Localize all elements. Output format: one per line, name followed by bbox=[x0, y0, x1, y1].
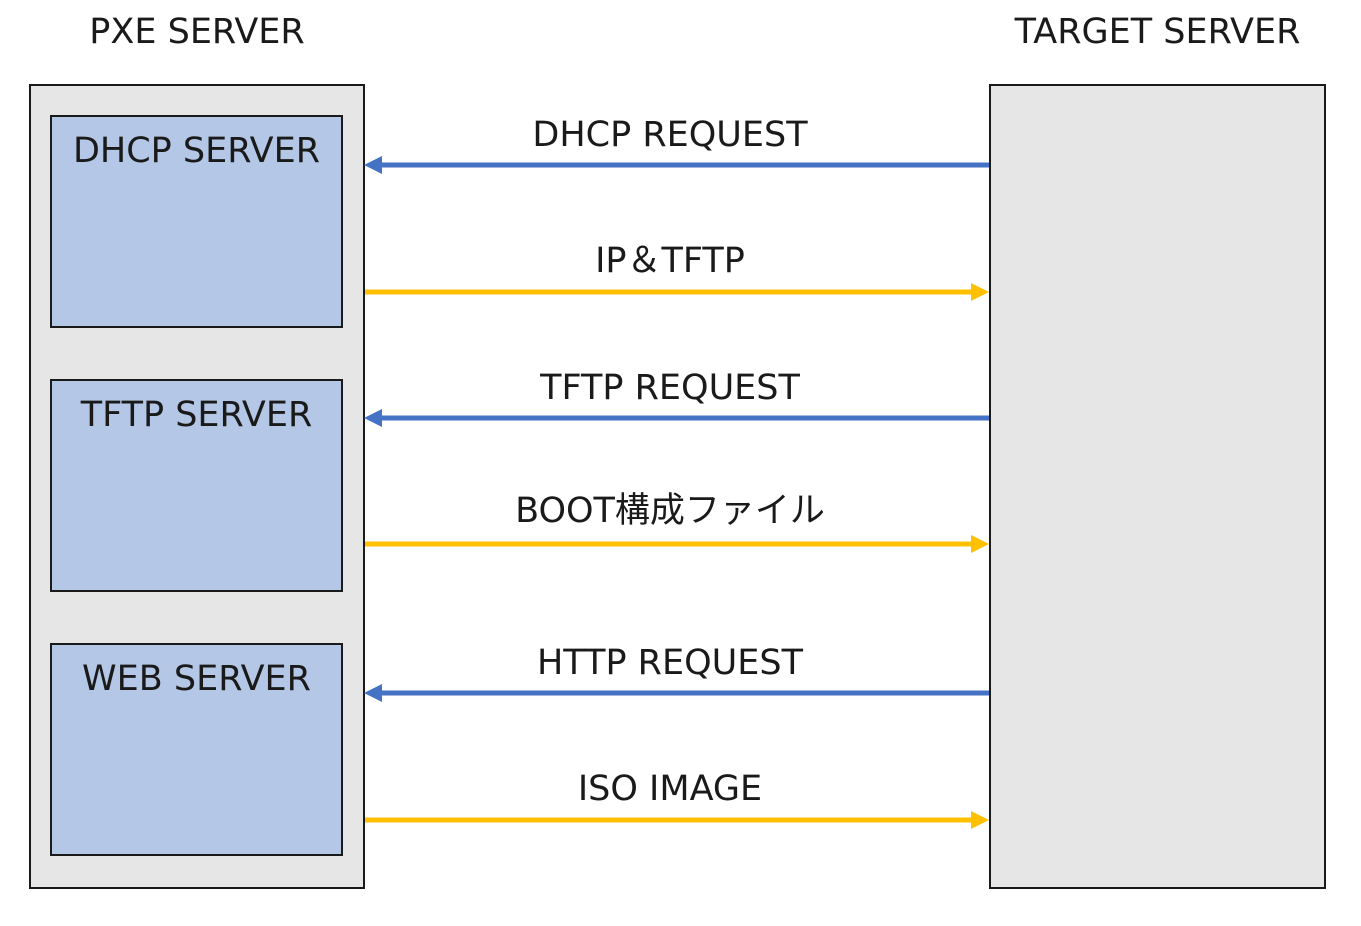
tftp-server-label: TFTP SERVER bbox=[80, 395, 313, 435]
arrow-http-request bbox=[364, 684, 989, 702]
target-server-box bbox=[989, 84, 1326, 889]
arrow-dhcp-request bbox=[364, 156, 989, 174]
flow-label-ip-tftp: IP＆TFTP bbox=[595, 241, 745, 281]
web-server-box: WEB SERVER bbox=[50, 643, 343, 856]
flow-label-boot-config: BOOT構成ファイル bbox=[515, 491, 825, 531]
flow-label-tftp-request: TFTP REQUEST bbox=[540, 368, 800, 408]
arrow-ip-tftp bbox=[365, 283, 989, 301]
dhcp-server-label: DHCP SERVER bbox=[72, 131, 321, 171]
arrowhead-right bbox=[971, 535, 989, 553]
arrow-tftp-request bbox=[364, 409, 989, 427]
pxe-server-title: PXE SERVER bbox=[89, 12, 305, 52]
flow-label-dhcp-request: DHCP REQUEST bbox=[532, 115, 808, 155]
web-server-label: WEB SERVER bbox=[82, 659, 311, 699]
arrowhead-left bbox=[364, 684, 382, 702]
dhcp-server-box: DHCP SERVER bbox=[50, 115, 343, 328]
tftp-server-box: TFTP SERVER bbox=[50, 379, 343, 592]
arrowhead-left bbox=[364, 156, 382, 174]
flow-label-iso-image: ISO IMAGE bbox=[577, 769, 763, 809]
arrow-boot-config bbox=[365, 535, 989, 553]
arrowhead-right bbox=[971, 283, 989, 301]
arrow-iso-image bbox=[365, 811, 989, 829]
arrowhead-right bbox=[971, 811, 989, 829]
target-server-title: TARGET SERVER bbox=[1014, 12, 1301, 52]
arrowhead-left bbox=[364, 409, 382, 427]
flow-label-http-request: HTTP REQUEST bbox=[536, 643, 803, 683]
